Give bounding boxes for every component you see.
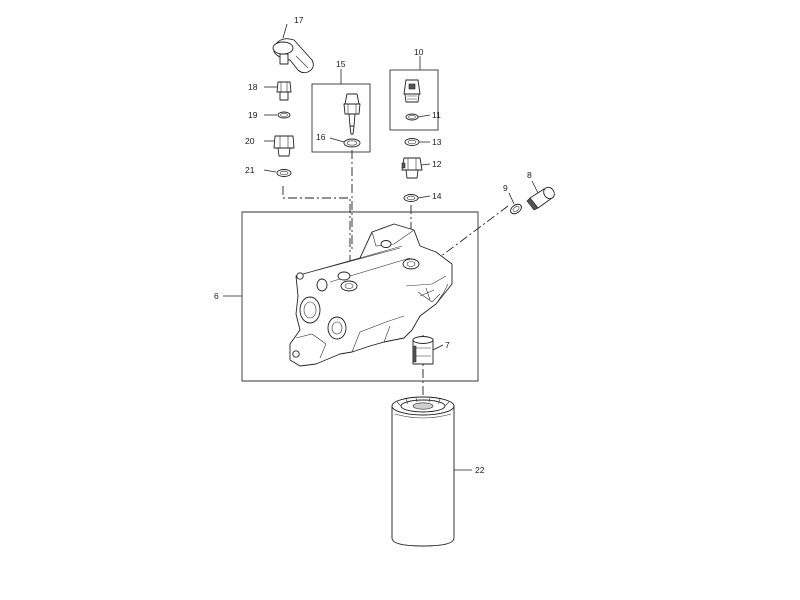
o-ring-16: [343, 138, 361, 148]
sensor-group-frame-10: [389, 69, 439, 131]
callout-15: 15: [336, 59, 346, 69]
callout-9: 9: [503, 183, 508, 193]
oil-filter-canister: [391, 396, 455, 547]
callout-19: 19: [248, 110, 258, 120]
callouts: 17 18 19 20 21 15 16 10 11 13 12 14 9 8 …: [214, 15, 532, 475]
leader-lines: [223, 23, 539, 471]
callout-18: 18: [248, 82, 258, 92]
o-ring-11: [405, 113, 419, 121]
callout-14: 14: [432, 191, 442, 201]
filter-adapter-nipple: [412, 336, 434, 365]
callout-22: 22: [475, 465, 485, 475]
sampling-valve-17: [272, 38, 314, 74]
pressure-sensor: [403, 79, 421, 103]
plug-fitting: [526, 186, 555, 211]
callout-12: 12: [432, 159, 442, 169]
callout-11: 11: [432, 110, 441, 120]
o-ring-9: [510, 203, 522, 215]
o-ring-13: [404, 138, 420, 146]
callout-8: 8: [527, 170, 532, 180]
callout-13: 13: [432, 137, 442, 147]
callout-17: 17: [294, 15, 304, 25]
o-ring-19: [277, 111, 291, 119]
callout-16: 16: [316, 132, 326, 142]
callout-20: 20: [245, 136, 255, 146]
housing-group-frame: [241, 211, 479, 382]
callout-7: 7: [445, 340, 450, 350]
oil-filter-housing: [289, 223, 453, 367]
o-ring-14: [403, 194, 419, 202]
temperature-sender: [343, 93, 361, 135]
nipple-fitting-18: [276, 81, 292, 101]
callout-21: 21: [245, 165, 255, 175]
callout-6: 6: [214, 291, 219, 301]
adapter-fitting-20: [273, 135, 295, 157]
o-ring-21: [276, 169, 292, 177]
callout-10: 10: [414, 47, 424, 57]
adapter-fitting-12: [401, 157, 423, 179]
